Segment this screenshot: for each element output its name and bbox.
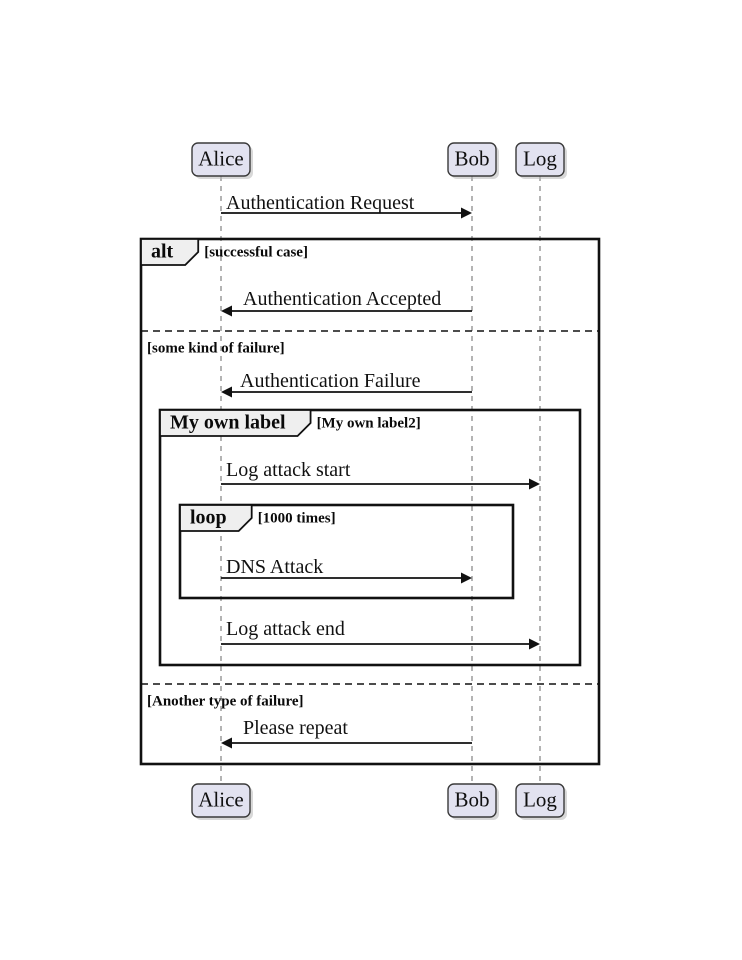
- participant-name-label: Alice: [198, 146, 243, 170]
- lifelines-group: [220, 176, 541, 784]
- message-label: Log attack start: [226, 459, 351, 481]
- message-1: Authentication Request: [221, 192, 472, 219]
- participant-name-label: Bob: [454, 146, 489, 170]
- participant-alice-top[interactable]: Alice: [191, 142, 253, 179]
- combined-fragments-group: [some kind of failure] [Another type of f…: [139, 237, 601, 766]
- participant-name-label: Bob: [454, 787, 489, 811]
- message-arrow-head: [461, 207, 472, 219]
- fragment-operator-label: alt: [151, 241, 174, 263]
- message-arrow-head: [461, 572, 472, 584]
- participant-log-bottom[interactable]: Log: [515, 783, 567, 820]
- message-3: Authentication Failure: [221, 370, 472, 398]
- participant-name-label: Alice: [198, 787, 243, 811]
- participant-box[interactable]: [191, 783, 251, 818]
- participant-bob-top[interactable]: Bob: [447, 142, 499, 179]
- participant-box[interactable]: [191, 142, 251, 177]
- fragment-tab-alt-outer: [140, 238, 200, 266]
- fragment-border: [139, 237, 601, 766]
- message-2: Authentication Accepted: [221, 288, 472, 317]
- message-label: Authentication Accepted: [243, 288, 441, 310]
- participant-bob-bottom[interactable]: Bob: [447, 783, 499, 820]
- message-4: Log attack start: [221, 459, 540, 490]
- message-5: DNS Attack: [221, 556, 472, 584]
- message-6: Log attack end: [221, 618, 540, 650]
- participant-box[interactable]: [515, 783, 565, 818]
- fragment-my-own-label: My own label [My own label2]: [158, 408, 582, 667]
- fragment-border: [158, 408, 582, 667]
- fragment-border: [178, 503, 515, 600]
- fragment-tab-my-own-label: [159, 409, 312, 437]
- participant-box[interactable]: [447, 783, 497, 818]
- message-arrow-head: [529, 638, 540, 650]
- message-7: Please repeat: [221, 717, 472, 749]
- fragment-loop-inner: loop [1000 times]: [178, 503, 515, 600]
- message-label: Log attack end: [226, 618, 345, 640]
- fragment-section-guard-label: [some kind of failure]: [147, 340, 285, 356]
- fragment-operator-label: My own label: [170, 412, 286, 434]
- participant-box[interactable]: [447, 142, 497, 177]
- message-arrow-head: [221, 386, 232, 398]
- participant-log-top[interactable]: Log: [515, 142, 567, 179]
- fragment-guard-label: [1000 times]: [258, 510, 336, 526]
- participant-heads-top: Alice Bob Log: [191, 142, 567, 179]
- participant-alice-bottom[interactable]: Alice: [191, 783, 253, 820]
- fragment-tab-loop-inner: [179, 504, 253, 532]
- message-label: Please repeat: [243, 717, 348, 739]
- fragment-alt-outer: [some kind of failure] [Another type of f…: [139, 237, 601, 766]
- message-label: DNS Attack: [226, 556, 323, 578]
- message-arrow-head: [221, 305, 232, 317]
- message-arrow-head: [221, 737, 232, 749]
- fragment-section-guard-label: [Another type of failure]: [147, 693, 304, 709]
- message-arrow-head: [529, 478, 540, 490]
- message-label: Authentication Request: [226, 192, 415, 214]
- fragment-guard-label: [successful case]: [204, 244, 308, 260]
- participant-name-label: Log: [523, 787, 557, 811]
- participant-heads-bottom: Alice Bob Log: [191, 783, 567, 820]
- fragment-operator-label: loop: [190, 507, 227, 529]
- participant-box[interactable]: [515, 142, 565, 177]
- message-label: Authentication Failure: [240, 370, 421, 392]
- participant-name-label: Log: [523, 146, 557, 170]
- fragment-guard-label: [My own label2]: [317, 415, 421, 431]
